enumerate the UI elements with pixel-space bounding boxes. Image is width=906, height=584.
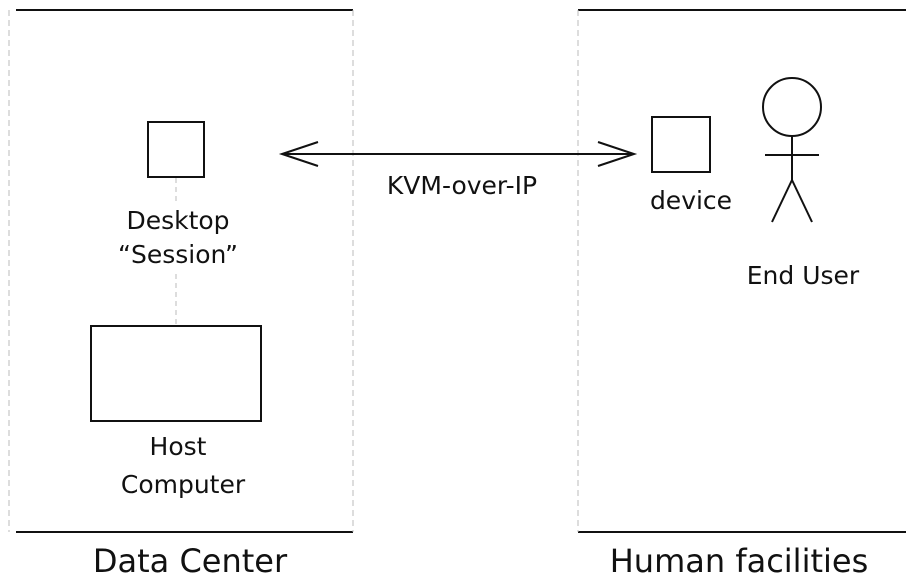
arrow-head-left — [278, 141, 319, 167]
session-label: “Session” — [118, 240, 238, 269]
data-center-zone — [8, 9, 354, 533]
human-facilities-zone — [577, 9, 906, 533]
device-label: device — [649, 186, 733, 215]
end-user-figure-icon — [762, 77, 822, 223]
end-user-label: End User — [746, 261, 860, 290]
desktop-label: Desktop — [126, 206, 230, 235]
human-facilities-zone-title: Human facilities — [609, 542, 869, 580]
data-center-zone-title: Data Center — [92, 542, 288, 580]
arrow-head-right — [597, 141, 638, 167]
host-computer-box — [90, 325, 262, 422]
host-label: Host — [149, 432, 207, 461]
kvm-link-label: KVM-over-IP — [386, 171, 538, 200]
kvm-link-arrow — [278, 141, 638, 167]
device-box — [651, 116, 711, 173]
computer-label: Computer — [120, 470, 246, 499]
desktop-session-box — [147, 121, 205, 178]
